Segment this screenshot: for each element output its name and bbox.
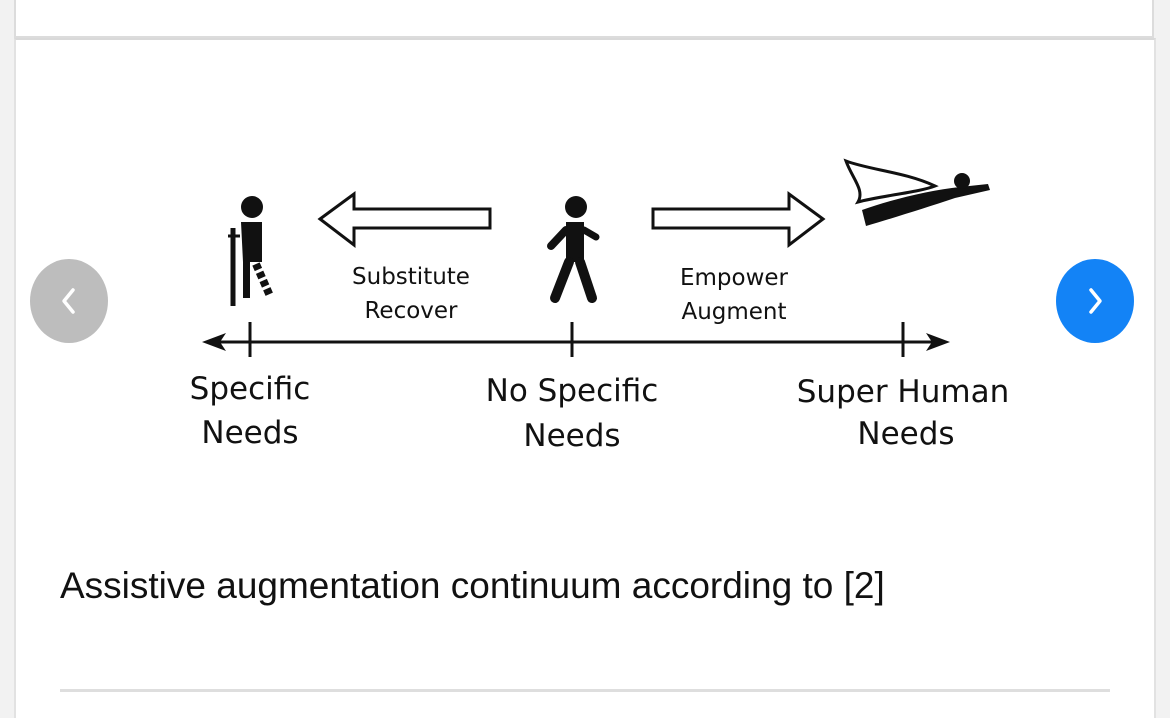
carousel-next-button[interactable]: [1056, 259, 1134, 343]
previous-card-bottom: [14, 0, 1154, 38]
person-on-crutches-icon: [228, 196, 274, 306]
point-no-specific-label-1: No Specific: [486, 373, 659, 409]
slide-card: [14, 38, 1156, 718]
point-specific-label-2: Needs: [201, 415, 298, 451]
axis-left-arrowhead: [202, 333, 226, 351]
left-arrow-label-1: Substitute: [352, 264, 470, 290]
flying-superhero-icon: [843, 158, 990, 226]
right-arrow-label-2: Augment: [681, 299, 786, 325]
point-specific-label-1: Specific: [190, 371, 311, 407]
carousel-prev-button[interactable]: [30, 259, 108, 343]
point-super-human-label-1: Super Human: [797, 374, 1009, 410]
point-super-human-label-2: Needs: [857, 416, 954, 452]
figure-caption: Assistive augmentation continuum accordi…: [60, 565, 885, 606]
chevron-right-icon: [1089, 288, 1102, 314]
left-hollow-arrow: [317, 191, 492, 249]
axis-right-arrowhead: [926, 333, 950, 351]
continuum-figure: Substitute Recover Empower Augment Speci…: [190, 158, 1009, 454]
left-arrow-label-2: Recover: [364, 298, 458, 324]
right-arrow-label-1: Empower: [680, 265, 789, 291]
walking-person-icon: [547, 196, 600, 303]
right-hollow-arrow: [651, 191, 826, 249]
chevron-left-icon: [62, 288, 75, 314]
divider: [60, 689, 1110, 692]
point-no-specific-label-2: Needs: [523, 418, 620, 454]
continuum-axis: [215, 322, 935, 357]
